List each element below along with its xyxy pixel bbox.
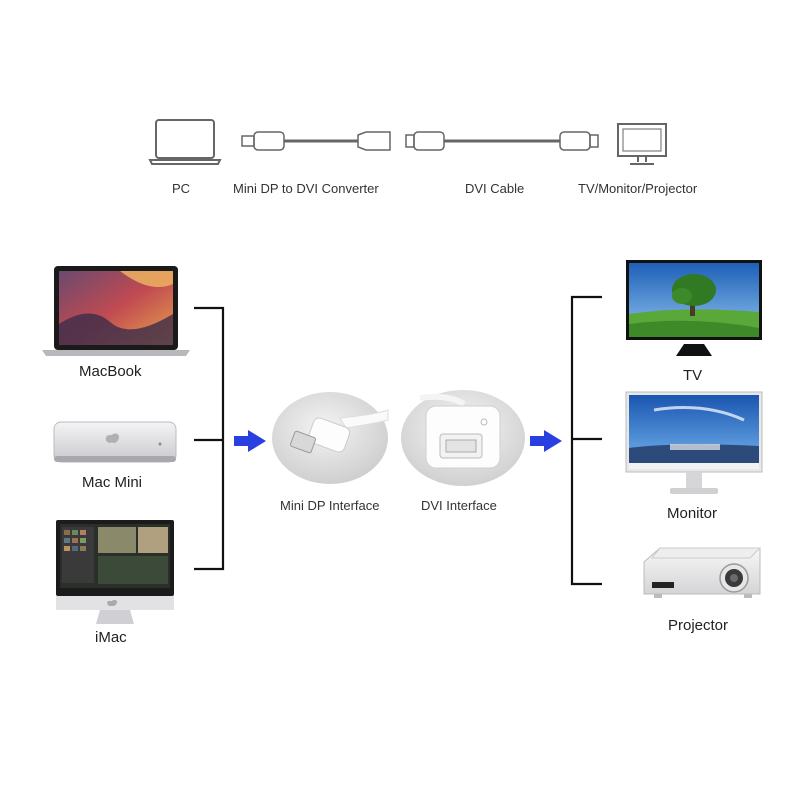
monitor-label: Monitor	[667, 505, 718, 522]
imac-image	[56, 520, 174, 624]
projector-label: Projector	[668, 617, 729, 634]
dvi-cable-outline-icon	[405, 131, 599, 151]
imac-label: iMac	[95, 629, 127, 646]
mac-mini-image	[53, 421, 177, 463]
projector-image	[643, 547, 762, 598]
pc-label: PC	[172, 181, 191, 196]
monitor-outline-icon	[617, 123, 667, 165]
right-connector-bracket	[570, 295, 602, 586]
tv-label: TV	[683, 367, 703, 384]
dvi-cable-label: DVI Cable	[465, 181, 525, 196]
display-label: TV/Monitor/Projector	[578, 181, 698, 196]
mini-dp-connector-image	[272, 392, 389, 484]
macbook-image	[42, 266, 190, 356]
tv-image	[626, 260, 762, 356]
dvi-connector-image	[401, 390, 525, 486]
left-arrow-icon	[234, 430, 266, 452]
converter-label: Mini DP to DVI Converter	[233, 181, 379, 196]
macbook-label: MacBook	[79, 363, 142, 380]
adapter-cable-outline-icon	[241, 131, 391, 151]
mini-dp-interface-label: Mini DP Interface	[280, 498, 380, 513]
left-connector-bracket	[194, 306, 225, 571]
monitor-image	[625, 391, 763, 494]
mac-mini-label: Mac Mini	[82, 474, 143, 491]
right-arrow-icon	[530, 430, 562, 452]
laptop-outline-icon	[148, 119, 222, 165]
dvi-interface-label: DVI Interface	[421, 498, 497, 513]
